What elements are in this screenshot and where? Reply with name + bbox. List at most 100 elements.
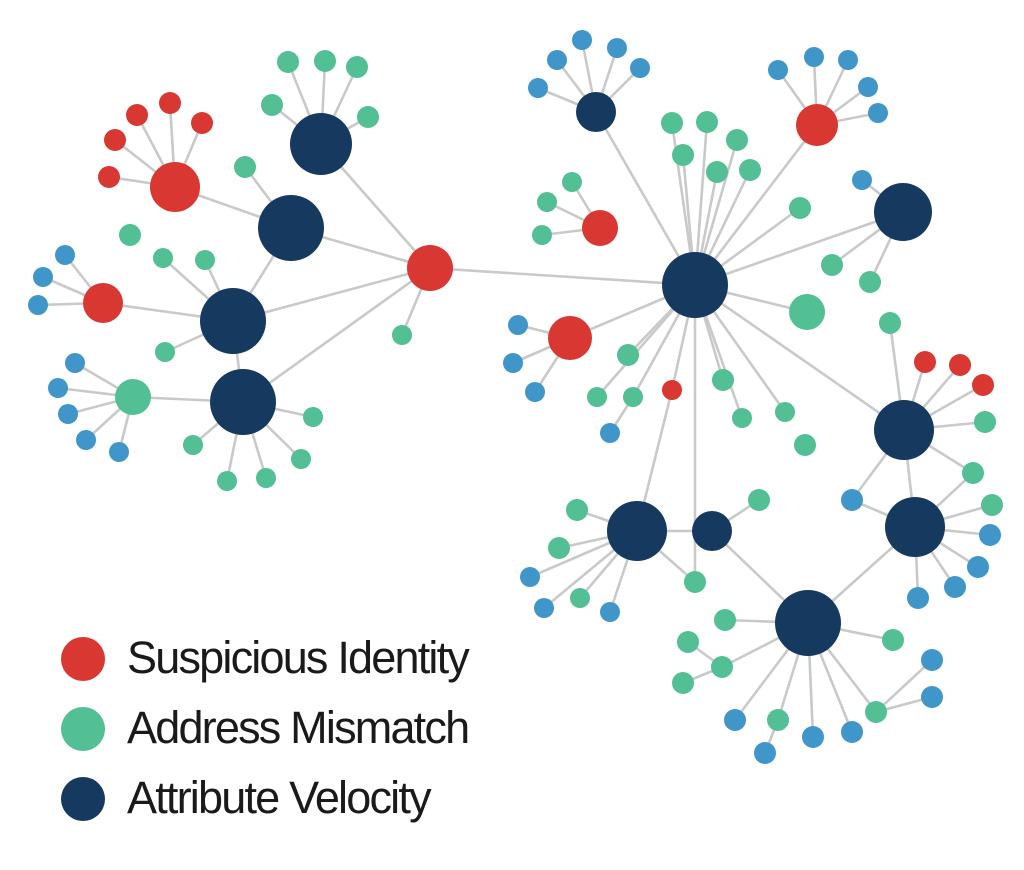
- node-address: [706, 161, 728, 183]
- node-address: [291, 449, 311, 469]
- node-device: [838, 50, 858, 70]
- node-suspicious: [83, 283, 123, 323]
- node-device: [858, 77, 878, 97]
- node-address: [155, 342, 175, 362]
- node-suspicious: [126, 104, 148, 126]
- node-device: [607, 38, 627, 58]
- node-address: [789, 294, 825, 330]
- node-address: [532, 225, 552, 245]
- node-device: [547, 50, 567, 70]
- node-address: [303, 407, 323, 427]
- node-device: [921, 649, 943, 671]
- node-address: [711, 656, 733, 678]
- node-suspicious: [150, 162, 200, 212]
- node-address: [794, 434, 816, 456]
- node-address: [714, 609, 736, 631]
- node-address: [789, 197, 811, 219]
- node-device: [572, 30, 592, 50]
- node-address: [974, 411, 996, 433]
- node-address: [183, 435, 203, 455]
- legend-label: Address Mismatch: [127, 701, 470, 753]
- node-address: [119, 224, 141, 246]
- node-device: [944, 576, 966, 598]
- node-address: [548, 537, 570, 559]
- node-address: [712, 369, 734, 391]
- node-address: [277, 51, 299, 73]
- graph-edge: [694, 283, 905, 432]
- graph-edge: [429, 266, 696, 287]
- legend-row-suspicious-identity: Suspicious Identity: [61, 631, 470, 683]
- node-device: [33, 267, 53, 287]
- node-address: [672, 144, 694, 166]
- node-address: [696, 111, 718, 133]
- node-device: [907, 587, 929, 609]
- attribute-velocity-swatch: [61, 777, 105, 821]
- node-device: [109, 442, 129, 462]
- node-address: [879, 312, 901, 334]
- node-address: [739, 159, 761, 181]
- node-velocity: [874, 400, 934, 460]
- node-device: [754, 742, 776, 764]
- node-device: [630, 58, 650, 78]
- graph-edge: [875, 659, 933, 713]
- node-device: [48, 378, 68, 398]
- node-address: [623, 387, 643, 407]
- node-address: [821, 254, 843, 276]
- node-address: [234, 156, 256, 178]
- node-velocity: [692, 511, 732, 551]
- node-address: [562, 172, 582, 192]
- node-address: [587, 387, 607, 407]
- node-address: [748, 489, 770, 511]
- node-velocity: [607, 501, 667, 561]
- node-device: [503, 353, 523, 373]
- node-device: [528, 78, 548, 98]
- node-address: [865, 701, 887, 723]
- node-address: [684, 571, 706, 593]
- node-address: [617, 344, 639, 366]
- node-suspicious: [914, 351, 936, 373]
- node-velocity: [200, 288, 266, 354]
- node-suspicious: [548, 316, 592, 360]
- legend: Suspicious Identity Address Mismatch Att…: [61, 631, 470, 823]
- node-suspicious: [104, 129, 126, 151]
- node-device: [841, 489, 863, 511]
- node-suspicious: [662, 380, 682, 400]
- node-device: [921, 686, 943, 708]
- node-address: [314, 50, 336, 72]
- node-address: [981, 494, 1003, 516]
- node-device: [967, 556, 989, 578]
- node-device: [534, 598, 554, 618]
- node-device: [804, 47, 824, 67]
- address-mismatch-swatch: [61, 707, 105, 751]
- node-address: [261, 94, 283, 116]
- graph-edge: [693, 124, 819, 286]
- node-address: [570, 588, 590, 608]
- legend-label: Attribute Velocity: [127, 771, 432, 823]
- node-device: [600, 602, 620, 622]
- node-suspicious: [159, 92, 181, 114]
- node-address: [677, 631, 699, 653]
- node-address: [726, 129, 748, 151]
- node-device: [852, 170, 872, 190]
- node-device: [802, 726, 824, 748]
- node-address: [882, 629, 904, 651]
- graph-edge: [232, 266, 431, 323]
- node-device: [65, 353, 85, 373]
- node-suspicious: [582, 210, 618, 246]
- node-velocity: [290, 113, 352, 175]
- node-address: [775, 402, 795, 422]
- node-device: [520, 567, 540, 587]
- suspicious-identity-swatch: [61, 637, 105, 681]
- node-velocity: [258, 195, 324, 261]
- node-address: [217, 471, 237, 491]
- node-address: [346, 56, 368, 78]
- node-address: [859, 271, 881, 293]
- node-device: [76, 430, 96, 450]
- legend-label: Suspicious Identity: [127, 631, 470, 683]
- graph-edge: [242, 266, 431, 404]
- node-device: [58, 404, 78, 424]
- node-suspicious: [191, 112, 213, 134]
- node-address: [661, 112, 683, 134]
